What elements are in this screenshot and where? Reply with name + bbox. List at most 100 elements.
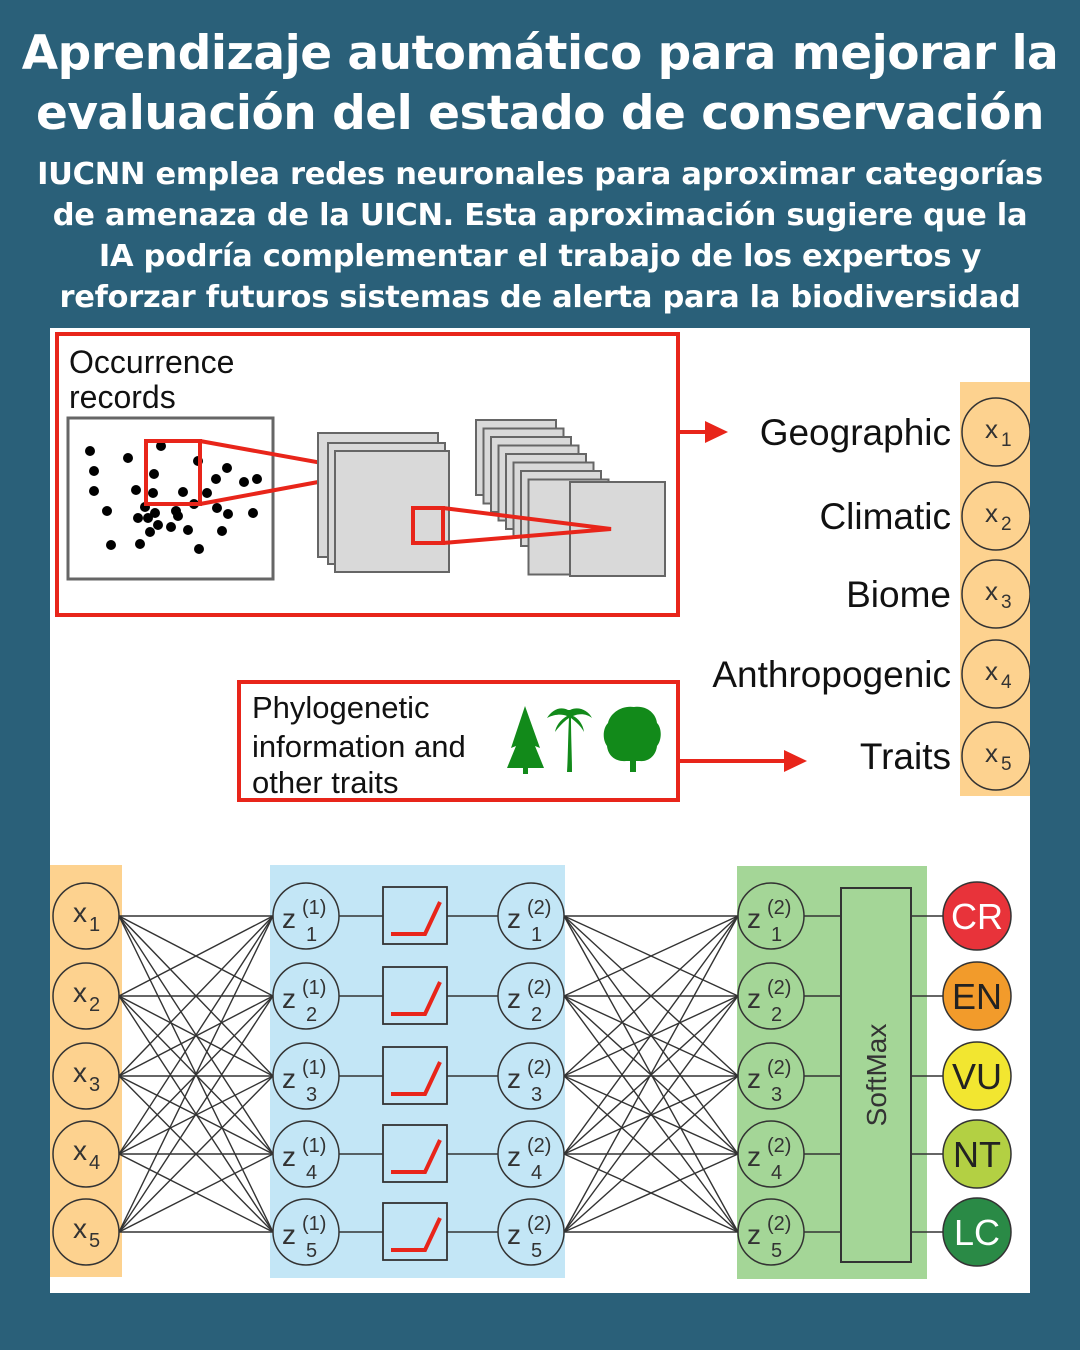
relu-activation-icon bbox=[382, 1202, 448, 1261]
hidden2-node-var: z bbox=[507, 983, 521, 1014]
hidden2-node-sub: 1 bbox=[531, 924, 542, 946]
phylogenetic-box-border bbox=[237, 680, 680, 802]
hidden1-node-sub: 4 bbox=[306, 1162, 317, 1184]
hidden2-node-var: z bbox=[507, 903, 521, 934]
feature-node-var: x bbox=[985, 498, 998, 528]
output-node-circle bbox=[737, 1120, 805, 1188]
hidden1-node-sup: (1) bbox=[302, 1213, 326, 1235]
feature-map bbox=[569, 481, 666, 577]
feature-node-var: x bbox=[985, 414, 998, 444]
network-edge bbox=[118, 995, 274, 1233]
hidden1-node: z(1)5 bbox=[272, 1198, 340, 1266]
feature-node-var: x bbox=[985, 656, 998, 686]
output-node-circle bbox=[737, 962, 805, 1030]
hidden1-node-sup: (1) bbox=[302, 1135, 326, 1157]
category-cr: CR bbox=[942, 881, 1012, 951]
feature-node-sub: 4 bbox=[1001, 672, 1012, 693]
network-edge bbox=[563, 995, 739, 1233]
title-line-2: evaluación del estado de conservación bbox=[35, 86, 1045, 141]
input-node-sub: 2 bbox=[89, 994, 100, 1016]
input-node-circle bbox=[52, 1198, 120, 1266]
hidden2-node-sub: 5 bbox=[531, 1240, 542, 1262]
feature-node-var: x bbox=[985, 738, 998, 768]
feature-map bbox=[334, 450, 450, 573]
occurrence-point bbox=[202, 488, 212, 498]
hidden1-node-sup: (1) bbox=[302, 897, 326, 919]
occurrence-point bbox=[148, 488, 158, 498]
feature-label: Climatic bbox=[819, 496, 951, 537]
hidden2-node: z (2) 2 bbox=[497, 962, 565, 1030]
network-edge bbox=[118, 915, 274, 1155]
subtitle-line: de amenaza de la UICN. Esta aproximación… bbox=[52, 198, 1028, 233]
relu-activation-icon bbox=[382, 966, 448, 1025]
network-edge bbox=[118, 1153, 274, 1233]
occurrence-point bbox=[153, 520, 163, 530]
occurrence-point bbox=[106, 540, 116, 550]
hidden2-node-sup: (2) bbox=[527, 977, 551, 999]
occurrence-point bbox=[150, 508, 160, 518]
palm-tree-icon bbox=[547, 708, 592, 772]
feature-label: Traits bbox=[860, 736, 951, 777]
occurrence-point bbox=[166, 522, 176, 532]
softmax-box bbox=[840, 887, 912, 1263]
sampling-window bbox=[144, 439, 202, 506]
hidden2-node-circle bbox=[497, 1198, 565, 1266]
phylo-connector bbox=[678, 750, 807, 772]
conifer-tree-icon bbox=[507, 706, 544, 774]
hidden2-node-sub: 2 bbox=[531, 1004, 542, 1026]
hidden1-node-circle bbox=[272, 882, 340, 950]
occurrence-point bbox=[89, 466, 99, 476]
input-node-sub: 3 bbox=[89, 1074, 100, 1096]
occurrence-point bbox=[173, 511, 183, 521]
occurrence-point bbox=[252, 474, 262, 484]
output-node-var: z bbox=[747, 1063, 761, 1094]
hidden1-node-circle bbox=[272, 962, 340, 1030]
input-node-var: x bbox=[73, 1057, 87, 1088]
network-edge bbox=[563, 915, 739, 1077]
feature-label: Biome bbox=[846, 574, 951, 615]
hidden2-node-var: z bbox=[507, 1219, 521, 1250]
hidden2-node-sup: (2) bbox=[527, 1057, 551, 1079]
output-node-var: z bbox=[747, 903, 761, 934]
output-node-sub: 2 bbox=[771, 1004, 782, 1026]
hidden2-node: z(2)1 bbox=[497, 882, 565, 950]
output-node-sub: 5 bbox=[771, 1240, 782, 1262]
category-nt: NT bbox=[942, 1119, 1012, 1189]
output-node-var: z bbox=[747, 1219, 761, 1250]
output-node-circle bbox=[737, 1198, 805, 1266]
category-badge bbox=[942, 1197, 1012, 1267]
hidden2-node-sub: 3 bbox=[531, 1084, 542, 1106]
feature-node-sub: 1 bbox=[1001, 430, 1012, 451]
phylogenetic-box: Phylogenetic information and other trait… bbox=[237, 680, 680, 802]
output-node-sub: 1 bbox=[771, 924, 782, 946]
occurrence-point bbox=[156, 441, 166, 451]
feature-node-sub: 5 bbox=[1001, 754, 1012, 775]
network-edge bbox=[118, 915, 274, 1233]
output-node: z(2)3 bbox=[737, 1042, 805, 1110]
output-node-var: z bbox=[747, 983, 761, 1014]
output-node-circle bbox=[737, 1042, 805, 1110]
output-node-var: z bbox=[747, 1141, 761, 1172]
occurrence-point bbox=[194, 544, 204, 554]
input-node-var: x bbox=[73, 897, 87, 928]
output-node-sup: (2) bbox=[767, 1135, 791, 1157]
occurrence-point bbox=[223, 509, 233, 519]
network-edge bbox=[563, 1153, 739, 1233]
output-node-sup: (2) bbox=[767, 897, 791, 919]
occurrence-point bbox=[135, 539, 145, 549]
input-node-circle bbox=[52, 1120, 120, 1188]
hidden1-node-circle bbox=[272, 1198, 340, 1266]
network-edge bbox=[563, 915, 739, 1233]
occurrence-point bbox=[211, 474, 221, 484]
category-badge bbox=[942, 1041, 1012, 1111]
hidden2-node-var: z bbox=[507, 1141, 521, 1172]
hidden2-node-sub: 4 bbox=[531, 1162, 542, 1184]
output-node-sup: (2) bbox=[767, 1057, 791, 1079]
category-en: EN bbox=[942, 961, 1012, 1031]
phylo-label-line: Phylogenetic bbox=[252, 690, 430, 725]
input-node-sub: 1 bbox=[89, 914, 100, 936]
title-line-1: Aprendizaje automático para mejorar la bbox=[21, 26, 1059, 81]
